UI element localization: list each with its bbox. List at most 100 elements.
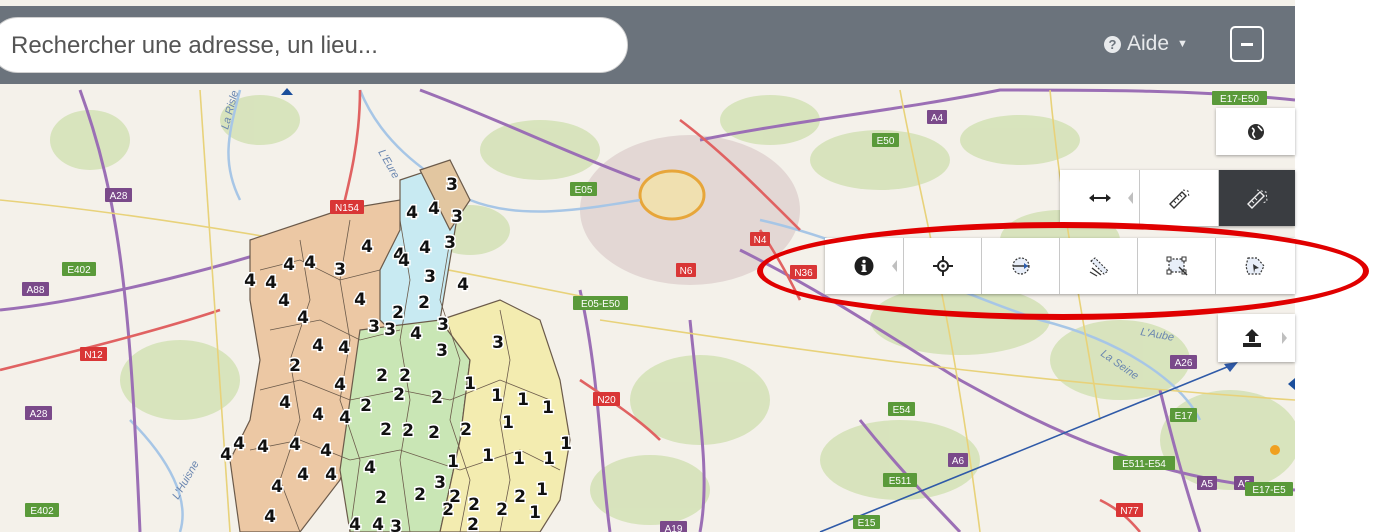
svg-text:E17: E17 xyxy=(1175,411,1193,422)
zone-number: 1 xyxy=(542,398,554,418)
measure-toggle-button[interactable] xyxy=(1060,170,1139,226)
help-menu[interactable]: ? Aide ▼ xyxy=(1104,32,1188,56)
zone-number: 1 xyxy=(529,503,541,523)
paris-urban-area xyxy=(580,135,800,285)
zone-number: 2 xyxy=(414,485,426,505)
road-label: E05 xyxy=(570,182,597,196)
poi-dot xyxy=(1270,445,1280,455)
globe-toolbar xyxy=(1216,108,1295,155)
zone-number: 2 xyxy=(393,385,405,405)
zone-number: 3 xyxy=(446,175,458,195)
zone-number: 4 xyxy=(320,441,332,461)
info-button[interactable] xyxy=(825,238,903,294)
road-label: N154 xyxy=(330,200,364,214)
river-label: L'Eure xyxy=(375,148,401,181)
zone-number: 4 xyxy=(257,437,269,457)
zone-number: 4 xyxy=(264,507,276,527)
zone-number: 3 xyxy=(436,341,448,361)
measure-distance-icon xyxy=(1169,189,1190,209)
measure-area-button[interactable] xyxy=(1218,170,1295,226)
zone-number: 2 xyxy=(428,423,440,443)
globe-button[interactable] xyxy=(1216,108,1295,155)
zone-number: 2 xyxy=(467,515,479,532)
select-line-button[interactable] xyxy=(1059,238,1137,294)
zone-number: 4 xyxy=(372,515,384,532)
select-line-icon xyxy=(1089,257,1109,277)
select-rectangle-button[interactable] xyxy=(1137,238,1215,294)
zone-number: 1 xyxy=(464,374,476,394)
zone-number: 1 xyxy=(560,434,572,454)
measure-distance-button[interactable] xyxy=(1139,170,1218,226)
zone-number: 1 xyxy=(447,452,459,472)
zone-number: 3 xyxy=(437,315,449,335)
measure-area-icon xyxy=(1247,189,1268,209)
svg-text:E511: E511 xyxy=(889,476,912,487)
road-label: N6 xyxy=(676,263,696,277)
locate-button[interactable] xyxy=(903,238,981,294)
collapse-arrow-icon xyxy=(1128,192,1133,204)
road-label: A19 xyxy=(660,521,687,532)
zone-number: 3 xyxy=(384,320,396,340)
question-circle-icon: ? xyxy=(1104,35,1121,53)
zone-number: 1 xyxy=(517,390,529,410)
zone-number: 2 xyxy=(442,500,454,520)
road-label: A5 xyxy=(1197,476,1217,490)
road-label: E15 xyxy=(853,515,880,529)
highways xyxy=(0,88,1295,532)
zone-number: 3 xyxy=(368,317,380,337)
svg-text:E402: E402 xyxy=(67,265,91,276)
svg-text:A28: A28 xyxy=(30,409,48,420)
zone-number: 4 xyxy=(289,435,301,455)
road-label: E50 xyxy=(872,133,899,147)
zone-number: 4 xyxy=(278,291,290,311)
svg-text:E54: E54 xyxy=(893,405,911,416)
zone-number: 4 xyxy=(361,237,373,257)
zone-number: 2 xyxy=(449,487,461,507)
collapse-arrow-icon xyxy=(892,260,897,272)
zone-number: 4 xyxy=(419,238,431,258)
zone-number: 3 xyxy=(390,517,402,532)
road-label: A4 xyxy=(927,110,947,124)
collapse-button[interactable] xyxy=(1230,26,1264,62)
select-rectangle-icon xyxy=(1166,256,1187,276)
road-label: N20 xyxy=(593,392,620,406)
zone-number: 2 xyxy=(418,293,430,313)
zone-number: 1 xyxy=(491,386,503,406)
zone-number: 4 xyxy=(406,203,418,223)
zone-number: 2 xyxy=(380,420,392,440)
road-label: E402 xyxy=(62,262,96,276)
select-point-button[interactable] xyxy=(981,238,1059,294)
road-label: N36 xyxy=(790,265,817,279)
road-label: E17-E50 xyxy=(1212,91,1267,105)
map-marker xyxy=(281,88,293,95)
svg-text:E50: E50 xyxy=(877,136,895,147)
zone-number: 1 xyxy=(482,446,494,466)
svg-text:E17-E50: E17-E50 xyxy=(1220,94,1259,105)
zone-number: 1 xyxy=(502,413,514,433)
zone-number: 4 xyxy=(325,465,337,485)
svg-text:E15: E15 xyxy=(858,518,876,529)
select-polygon-button[interactable] xyxy=(1215,238,1293,294)
search-box[interactable] xyxy=(0,17,628,73)
zone-number: 2 xyxy=(289,356,301,376)
svg-text:E05: E05 xyxy=(575,185,593,196)
upload-icon xyxy=(1242,329,1261,347)
map-marker xyxy=(1288,378,1295,390)
svg-text:A5: A5 xyxy=(1201,479,1214,490)
road-labels: A28N154E402A88N12A28E402E05E50A4E17-E50N… xyxy=(22,91,1293,532)
svg-text:A28: A28 xyxy=(110,191,128,202)
zone-number: 4 xyxy=(410,324,422,344)
svg-text:A5: A5 xyxy=(1238,479,1251,490)
svg-text:N36: N36 xyxy=(794,268,813,279)
river-label: L'Aube xyxy=(1139,326,1174,344)
zone-number: 4 xyxy=(233,434,245,454)
road-label: N4 xyxy=(750,232,770,246)
road-label: E511 xyxy=(883,473,917,487)
zone-number: 3 xyxy=(492,333,504,353)
zone-number: 4 xyxy=(279,393,291,413)
zone-number: 4 xyxy=(244,271,256,291)
search-input[interactable] xyxy=(9,28,613,64)
upload-button[interactable] xyxy=(1218,314,1295,362)
road-label: E05-E50 xyxy=(573,296,628,310)
